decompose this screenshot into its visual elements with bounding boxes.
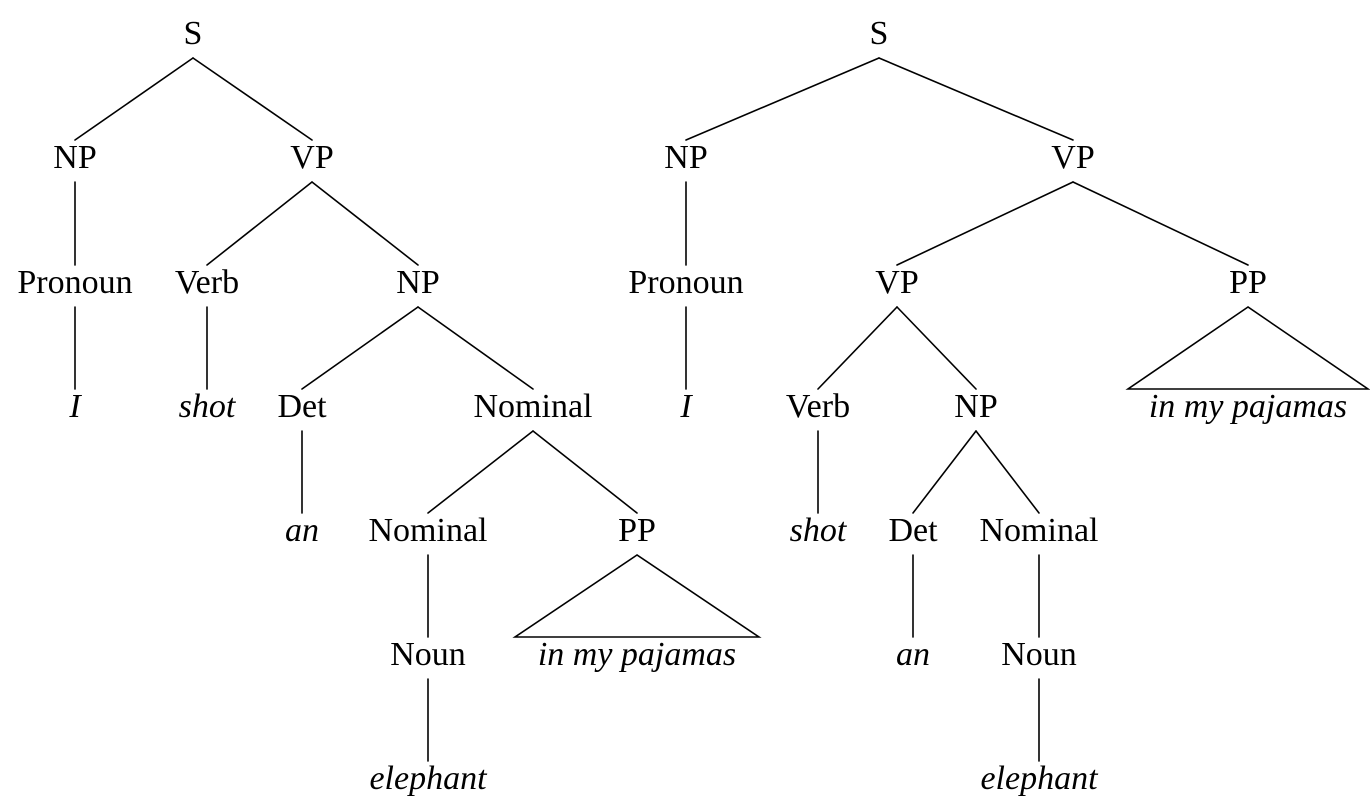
word-an: an: [896, 636, 930, 673]
edge-vp-to-np: [311, 181, 419, 266]
node-pronoun: Pronoun: [628, 264, 743, 301]
edge-vp-to-verb: [206, 181, 313, 266]
node-det: Det: [277, 388, 327, 425]
node-nominal: Nominal: [980, 512, 1099, 549]
edge-np-to-det: [301, 306, 419, 390]
node-pronoun: Pronoun: [17, 264, 132, 301]
node-s: S: [870, 15, 889, 52]
node-np: NP: [396, 264, 439, 301]
node-pp: PP: [618, 512, 656, 549]
edge-vp-to-verb: [817, 306, 898, 390]
word-elephant: elephant: [369, 760, 488, 797]
edge-s-to-np: [685, 57, 880, 141]
roof-triangle-pp: [1125, 306, 1370, 390]
node-vp: VP: [1051, 139, 1094, 176]
edge-vp-to-np: [896, 306, 977, 390]
edge-vp-to-vp: [896, 181, 1074, 266]
word-i: I: [68, 388, 82, 425]
word-i: I: [679, 388, 693, 425]
node-nominal: Nominal: [474, 388, 593, 425]
node-noun: Noun: [390, 636, 466, 673]
word-shot: shot: [179, 388, 237, 425]
edge-s-to-vp: [192, 57, 313, 141]
node-det: Det: [888, 512, 938, 549]
edge-np-to-nominal: [417, 306, 534, 390]
node-np: NP: [53, 139, 96, 176]
edge-np-to-det: [912, 430, 977, 514]
word-shot: shot: [790, 512, 848, 549]
node-vp: VP: [290, 139, 333, 176]
node-vp: VP: [875, 264, 918, 301]
edge-s-to-np: [74, 57, 194, 141]
edge-s-to-vp: [878, 57, 1074, 141]
edge-nominal-to-pp: [532, 430, 638, 514]
node-np: NP: [664, 139, 707, 176]
node-np: NP: [954, 388, 997, 425]
phrase-in-my-pajamas: in my pajamas: [1149, 388, 1347, 425]
edge-vp-to-pp: [1072, 181, 1249, 266]
word-elephant: elephant: [980, 760, 1099, 797]
node-pp: PP: [1229, 264, 1267, 301]
node-verb: Verb: [786, 388, 850, 425]
node-verb: Verb: [175, 264, 239, 301]
edge-nominal-to-nominal: [427, 430, 534, 514]
roof-triangle-pp: [512, 554, 762, 638]
node-nominal: Nominal: [369, 512, 488, 549]
edge-np-to-nominal: [975, 430, 1040, 514]
word-an: an: [285, 512, 319, 549]
phrase-in-my-pajamas: in my pajamas: [538, 636, 736, 673]
node-s: S: [184, 15, 203, 52]
node-noun: Noun: [1001, 636, 1077, 673]
